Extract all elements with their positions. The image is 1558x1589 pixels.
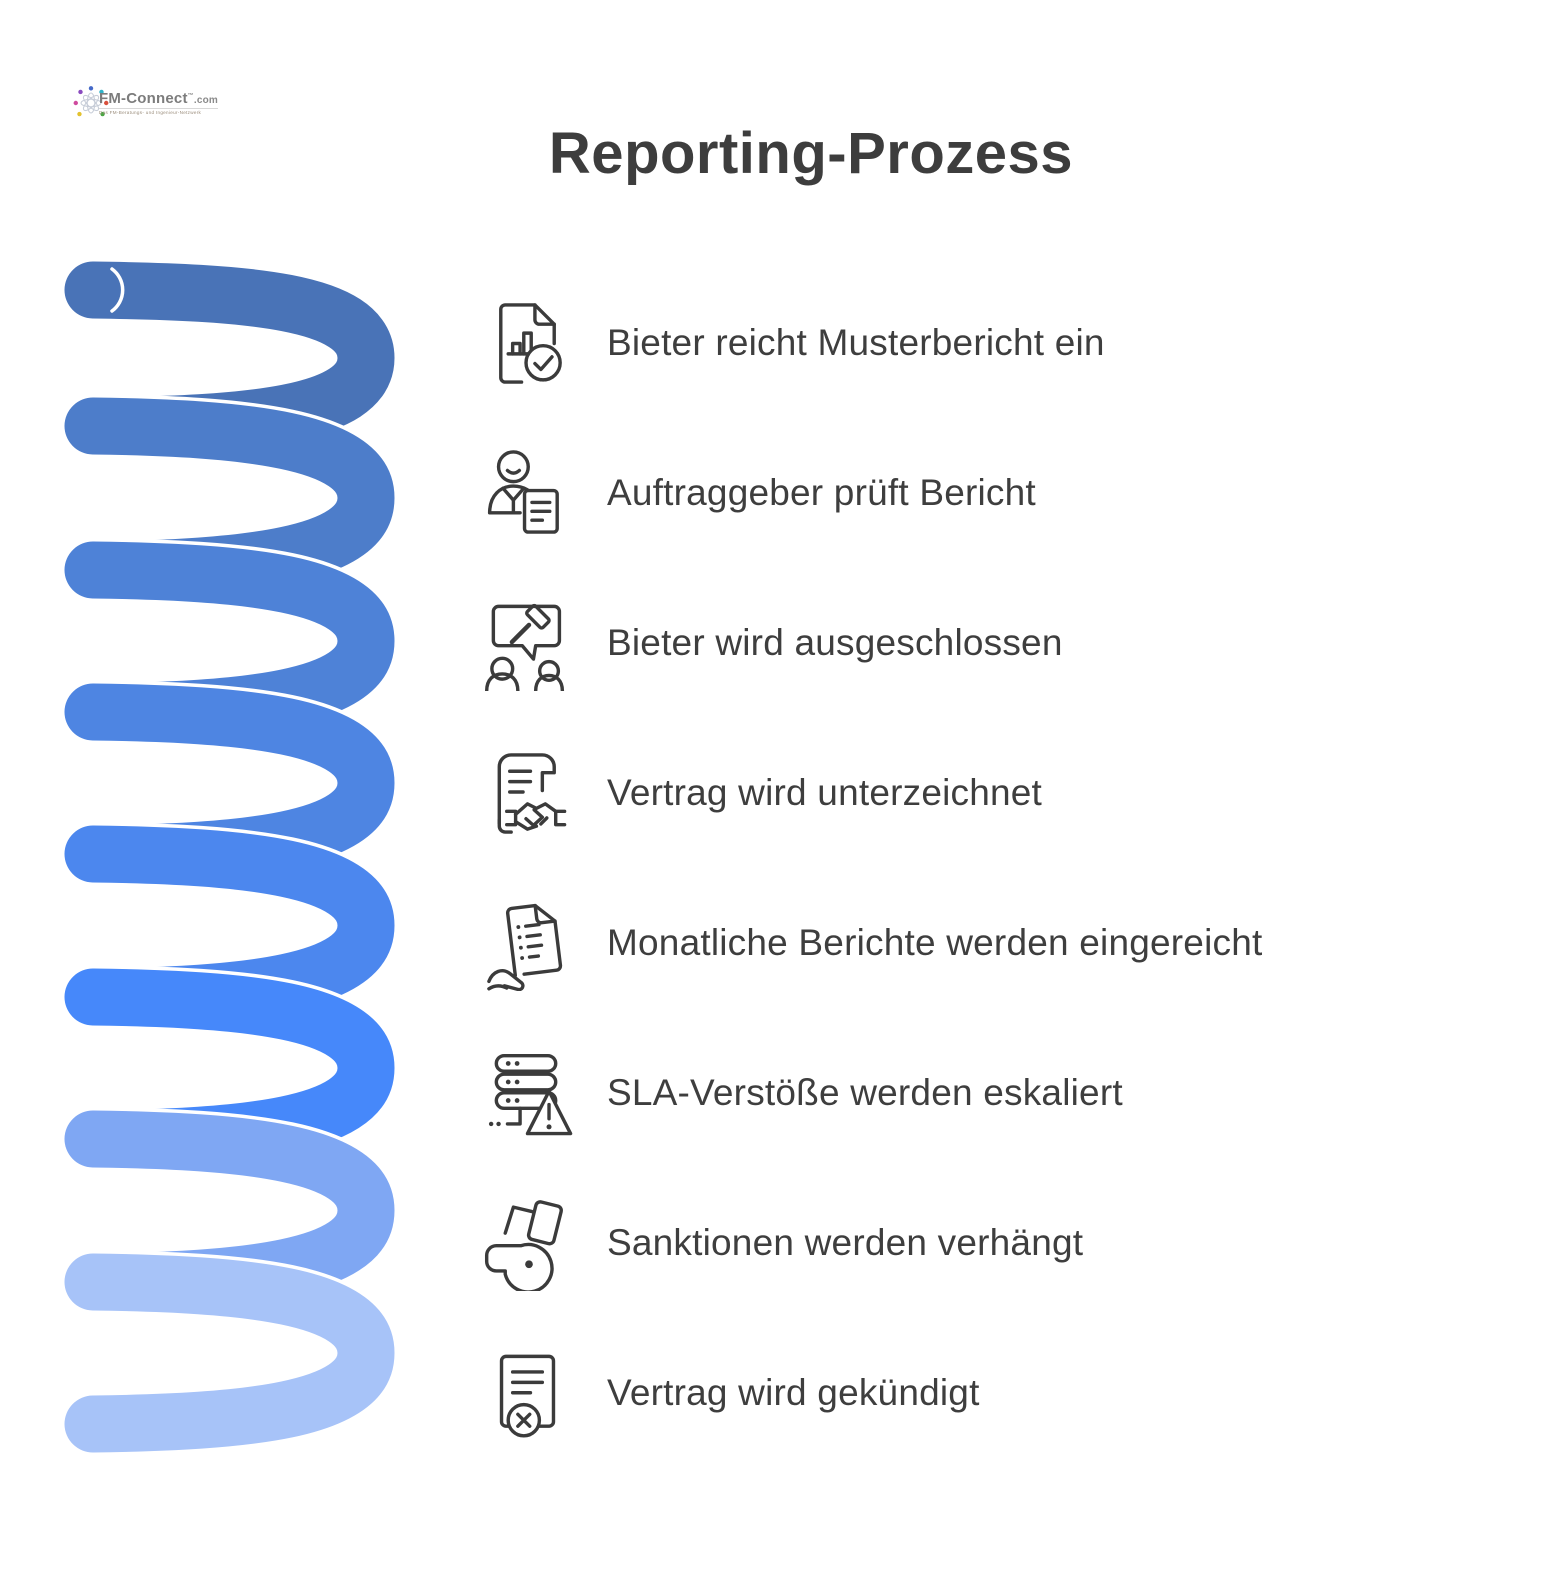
process-step-5: Monatliche Berichte werden eingereicht <box>480 868 1262 1018</box>
step-label: Vertrag wird gekündigt <box>607 1372 980 1413</box>
logo-wordmark: FM-Connect™.com <box>99 90 218 107</box>
process-step-3: Bieter wird ausgeschlossen <box>480 568 1262 718</box>
step-label: Bieter wird ausgeschlossen <box>607 622 1063 663</box>
contract-handshake-icon <box>480 746 575 841</box>
step-label: SLA-Verstöße werden eskaliert <box>607 1072 1123 1113</box>
process-step-6: SLA-Verstöße werden eskaliert <box>480 1018 1262 1168</box>
step-label: Bieter reicht Musterbericht ein <box>607 322 1105 363</box>
contract-terminated-icon <box>480 1346 575 1441</box>
page-title: Reporting-Prozess <box>548 121 1074 186</box>
logo-star-icon <box>73 86 109 117</box>
process-step-1: Bieter reicht Musterbericht ein <box>480 268 1262 418</box>
whistle-cards-icon <box>480 1196 575 1291</box>
fm-connect-logo: FM-Connect™.com Das FM-Beratungs- und In… <box>70 82 218 124</box>
step-label: Vertrag wird unterzeichnet <box>607 772 1043 813</box>
step-label: Sanktionen werden verhängt <box>607 1222 1084 1263</box>
process-steps-list: Bieter reicht Musterbericht ein Auftragg… <box>480 268 1262 1468</box>
process-step-7: Sanktionen werden verhängt <box>480 1168 1262 1318</box>
logo-tagline: Das FM-Beratungs- und Ingenieur-Netzwerk <box>99 108 218 115</box>
process-step-8: Vertrag wird gekündigt <box>480 1318 1262 1468</box>
step-label: Auftraggeber prüft Bericht <box>607 472 1036 513</box>
server-warning-icon <box>480 1046 575 1141</box>
exclusion-gavel-icon <box>480 596 575 691</box>
process-step-2: Auftraggeber prüft Bericht <box>480 418 1262 568</box>
reviewer-person-icon <box>480 446 575 541</box>
monthly-report-hand-icon <box>480 896 575 991</box>
step-label: Monatliche Berichte werden eingereicht <box>607 922 1263 963</box>
process-step-4: Vertrag wird unterzeichnet <box>480 718 1262 868</box>
report-check-icon <box>480 296 575 391</box>
